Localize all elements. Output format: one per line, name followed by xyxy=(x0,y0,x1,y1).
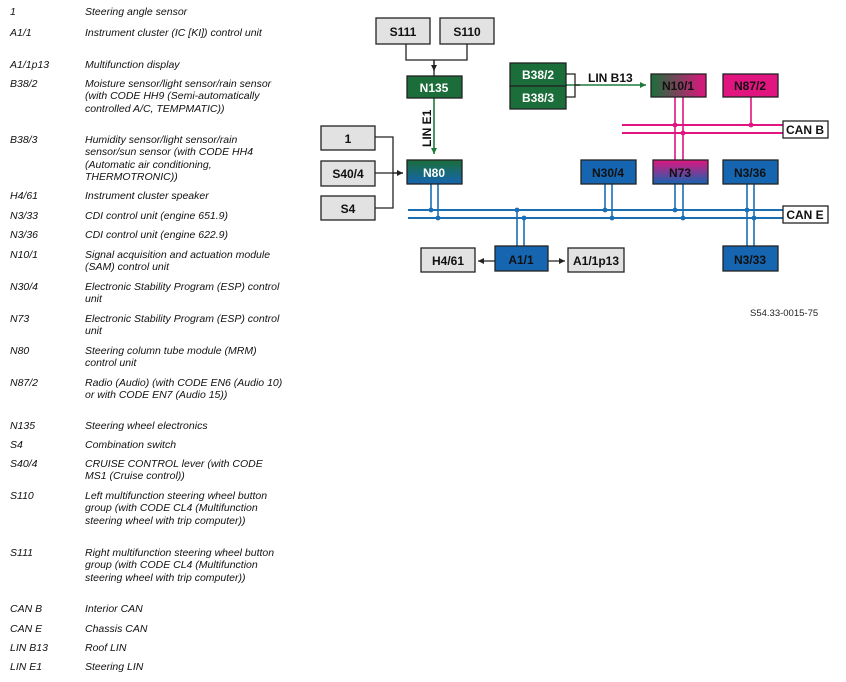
legend-description: Combination switch xyxy=(85,439,177,451)
legend-code: S111 xyxy=(10,547,33,559)
legend-description: Steering angle sensor xyxy=(85,6,188,18)
node-n10-1-label: N10/1 xyxy=(662,79,694,93)
can-b-tag: CAN B xyxy=(782,120,829,139)
can-e-bus xyxy=(408,184,784,246)
node-n135: N135 xyxy=(406,75,463,99)
node-n3-33: N3/33 xyxy=(722,245,779,272)
legend-description: Left multifunction steering wheel button… xyxy=(85,490,268,527)
legend-code: N87/2 xyxy=(10,377,39,389)
legend-code: A1/1 xyxy=(10,27,32,39)
lin-b13-label: LIN B13 xyxy=(588,71,633,85)
can-e-tag: CAN E xyxy=(782,205,829,224)
legend-code: N73 xyxy=(10,313,30,325)
node-n3-36-label: N3/36 xyxy=(734,166,766,180)
legend-description: Electronic Stability Program (ESP) contr… xyxy=(85,281,280,306)
legend-code: N3/33 xyxy=(10,210,39,222)
legend-description: Steering column tube module (MRM) contro… xyxy=(85,345,257,370)
legend-code: N30/4 xyxy=(10,281,39,293)
node-b38-3-label: B38/3 xyxy=(522,91,554,105)
legend-description: Right multifunction steering wheel butto… xyxy=(85,547,275,584)
node-n30-4: N30/4 xyxy=(580,159,637,185)
node-b38-2: B38/2 xyxy=(509,62,567,87)
legend-code: H4/61 xyxy=(10,190,39,202)
legend-code: B38/3 xyxy=(10,134,38,146)
node-n73-label: N73 xyxy=(669,166,691,180)
legend-code: CAN E xyxy=(10,623,43,635)
node-s4-label: S4 xyxy=(341,202,356,216)
legend-description: Chassis CAN xyxy=(85,623,148,635)
legend-description: Steering wheel electronics xyxy=(85,420,208,432)
node-b38-2-label: B38/2 xyxy=(522,68,554,82)
legend-code: N3/36 xyxy=(10,229,39,241)
node-n73: N73 xyxy=(652,159,709,185)
node-s111: S111 xyxy=(375,17,431,45)
legend-description: CDI control unit (engine 622.9) xyxy=(85,229,228,241)
legend-code: N10/1 xyxy=(10,249,39,261)
node-b38-3: B38/3 xyxy=(509,85,567,110)
legend-code: N135 xyxy=(10,420,36,432)
can-b-bus xyxy=(622,97,784,160)
legend-code: S4 xyxy=(10,439,23,451)
legend-code: N80 xyxy=(10,345,30,357)
node-s40-4: S40/4 xyxy=(320,160,376,187)
node-n10-1: N10/1 xyxy=(650,73,707,98)
lin-e1-label: LIN E1 xyxy=(420,109,434,147)
legend-code: S40/4 xyxy=(10,458,38,470)
node-n80: N80 xyxy=(406,159,463,185)
legend-description: Instrument cluster (IC [KI]) control uni… xyxy=(85,27,262,39)
legend-description: CRUISE CONTROL lever (with CODE MS1 (Cru… xyxy=(85,458,263,483)
node-h4-61: H4/61 xyxy=(420,247,476,273)
legend-code: S110 xyxy=(10,490,34,502)
legend-description: CDI control unit (engine 651.9) xyxy=(85,210,228,222)
can-b-label: CAN B xyxy=(786,123,824,137)
legend-code: LIN E1 xyxy=(10,661,43,673)
legend-description: Signal acquisition and actuation module … xyxy=(85,249,271,274)
legend-code: LIN B13 xyxy=(10,642,48,654)
legend-code: B38/2 xyxy=(10,78,38,90)
legend-description: Multifunction display xyxy=(85,59,180,71)
node-n87-2: N87/2 xyxy=(722,73,779,98)
lin-b13-bus: LIN B13 xyxy=(566,71,646,88)
legend-description: Humidity sensor/light sensor/rain sensor… xyxy=(85,134,254,183)
node-s110: S110 xyxy=(439,17,495,45)
lin-e1-bus: LIN E1 xyxy=(420,97,437,154)
node-1-label: 1 xyxy=(345,132,352,146)
legend-description: Instrument cluster speaker xyxy=(85,190,209,202)
legend-code: CAN B xyxy=(10,603,43,615)
node-h4-61-label: H4/61 xyxy=(432,254,464,268)
legend-description: Steering LIN xyxy=(85,661,144,673)
node-n87-2-label: N87/2 xyxy=(734,79,766,93)
legend-description: Moisture sensor/light sensor/rain sensor… xyxy=(85,78,272,115)
node-n3-36: N3/36 xyxy=(722,159,779,185)
node-a1-1p13: A1/1p13 xyxy=(567,247,625,273)
node-s4: S4 xyxy=(320,195,376,221)
legend-description: Interior CAN xyxy=(85,603,143,615)
node-s111-label: S111 xyxy=(390,25,417,39)
legend-description: Electronic Stability Program (ESP) contr… xyxy=(85,313,280,338)
node-n30-4-label: N30/4 xyxy=(592,166,624,180)
legend-code: A1/1p13 xyxy=(10,59,50,71)
can-e-label: CAN E xyxy=(786,208,823,222)
switch-connectors xyxy=(375,44,580,264)
legend-code: 1 xyxy=(10,6,16,18)
node-s40-4-label: S40/4 xyxy=(332,167,364,181)
legend-description: Radio (Audio) (with CODE EN6 (Audio 10) … xyxy=(85,377,283,402)
figure-id: S54.33-0015-75 xyxy=(750,308,819,319)
node-a1-1p13-label: A1/1p13 xyxy=(573,254,619,268)
node-a1-1-label: A1/1 xyxy=(508,253,534,267)
node-n80-label: N80 xyxy=(423,166,445,180)
legend-description: Roof LIN xyxy=(85,642,127,654)
node-n135-label: N135 xyxy=(420,81,449,95)
node-a1-1: A1/1 xyxy=(494,245,549,272)
node-s110-label: S110 xyxy=(453,25,481,39)
node-n3-33-label: N3/33 xyxy=(734,253,766,267)
node-1: 1 xyxy=(320,125,376,151)
